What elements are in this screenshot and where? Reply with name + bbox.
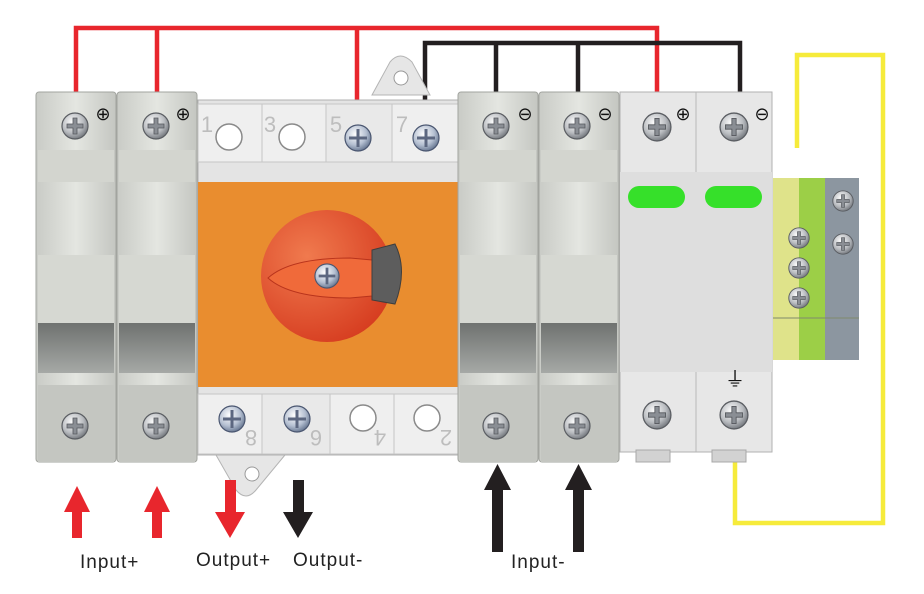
terminal-number-top: 1 <box>201 112 213 137</box>
breaker-input-minus-2 <box>538 91 620 463</box>
indicator-led-plus <box>628 186 685 208</box>
polarity-marker: ⊕ <box>675 104 690 124</box>
arrow-output-minus <box>283 480 313 538</box>
terminal-number-top: 7 <box>396 112 408 137</box>
arrow-input-plus-1 <box>64 486 90 538</box>
label-input-plus: Input+ <box>80 552 140 573</box>
terminal-number-top: 5 <box>330 112 342 137</box>
polarity-marker: ⊕ <box>95 104 110 124</box>
terminal-markers: ⊕ ⊕ ⊖ ⊖ ⊕ ⊖ ⏚ 1 3 5 7 8 6 4 2 <box>95 104 769 450</box>
arrow-input-plus-2 <box>144 486 170 538</box>
label-output-plus: Output+ <box>196 550 272 571</box>
breaker-input-plus-2 <box>116 91 198 463</box>
polarity-marker: ⊖ <box>597 104 612 124</box>
terminal-number-top: 3 <box>264 112 276 137</box>
terminal-number-bottom: 6 <box>310 425 322 450</box>
breaker-input-minus-1 <box>457 91 539 463</box>
terminal-number-bottom: 8 <box>245 425 257 450</box>
terminal-number-bottom: 4 <box>374 425 386 450</box>
arrow-input-minus-1 <box>484 464 511 552</box>
polarity-marker: ⊖ <box>517 104 532 124</box>
polarity-marker: ⊕ <box>175 104 190 124</box>
breaker-input-plus-1 <box>35 91 117 463</box>
arrow-input-minus-2 <box>565 464 592 552</box>
polarity-marker: ⊖ <box>754 104 769 124</box>
arrow-output-plus <box>215 480 245 538</box>
ground-symbol: ⏚ <box>725 369 745 391</box>
ground-terminal-block <box>773 178 859 360</box>
yellow-ground-wire <box>732 52 886 526</box>
surge-protector <box>619 91 773 463</box>
indicator-led-minus <box>705 186 762 208</box>
switch-rotary-knob[interactable] <box>261 210 402 342</box>
terminal-number-bottom: 2 <box>440 425 452 450</box>
label-input-minus: Input- <box>511 552 566 573</box>
label-output-minus: Output- <box>293 550 364 571</box>
